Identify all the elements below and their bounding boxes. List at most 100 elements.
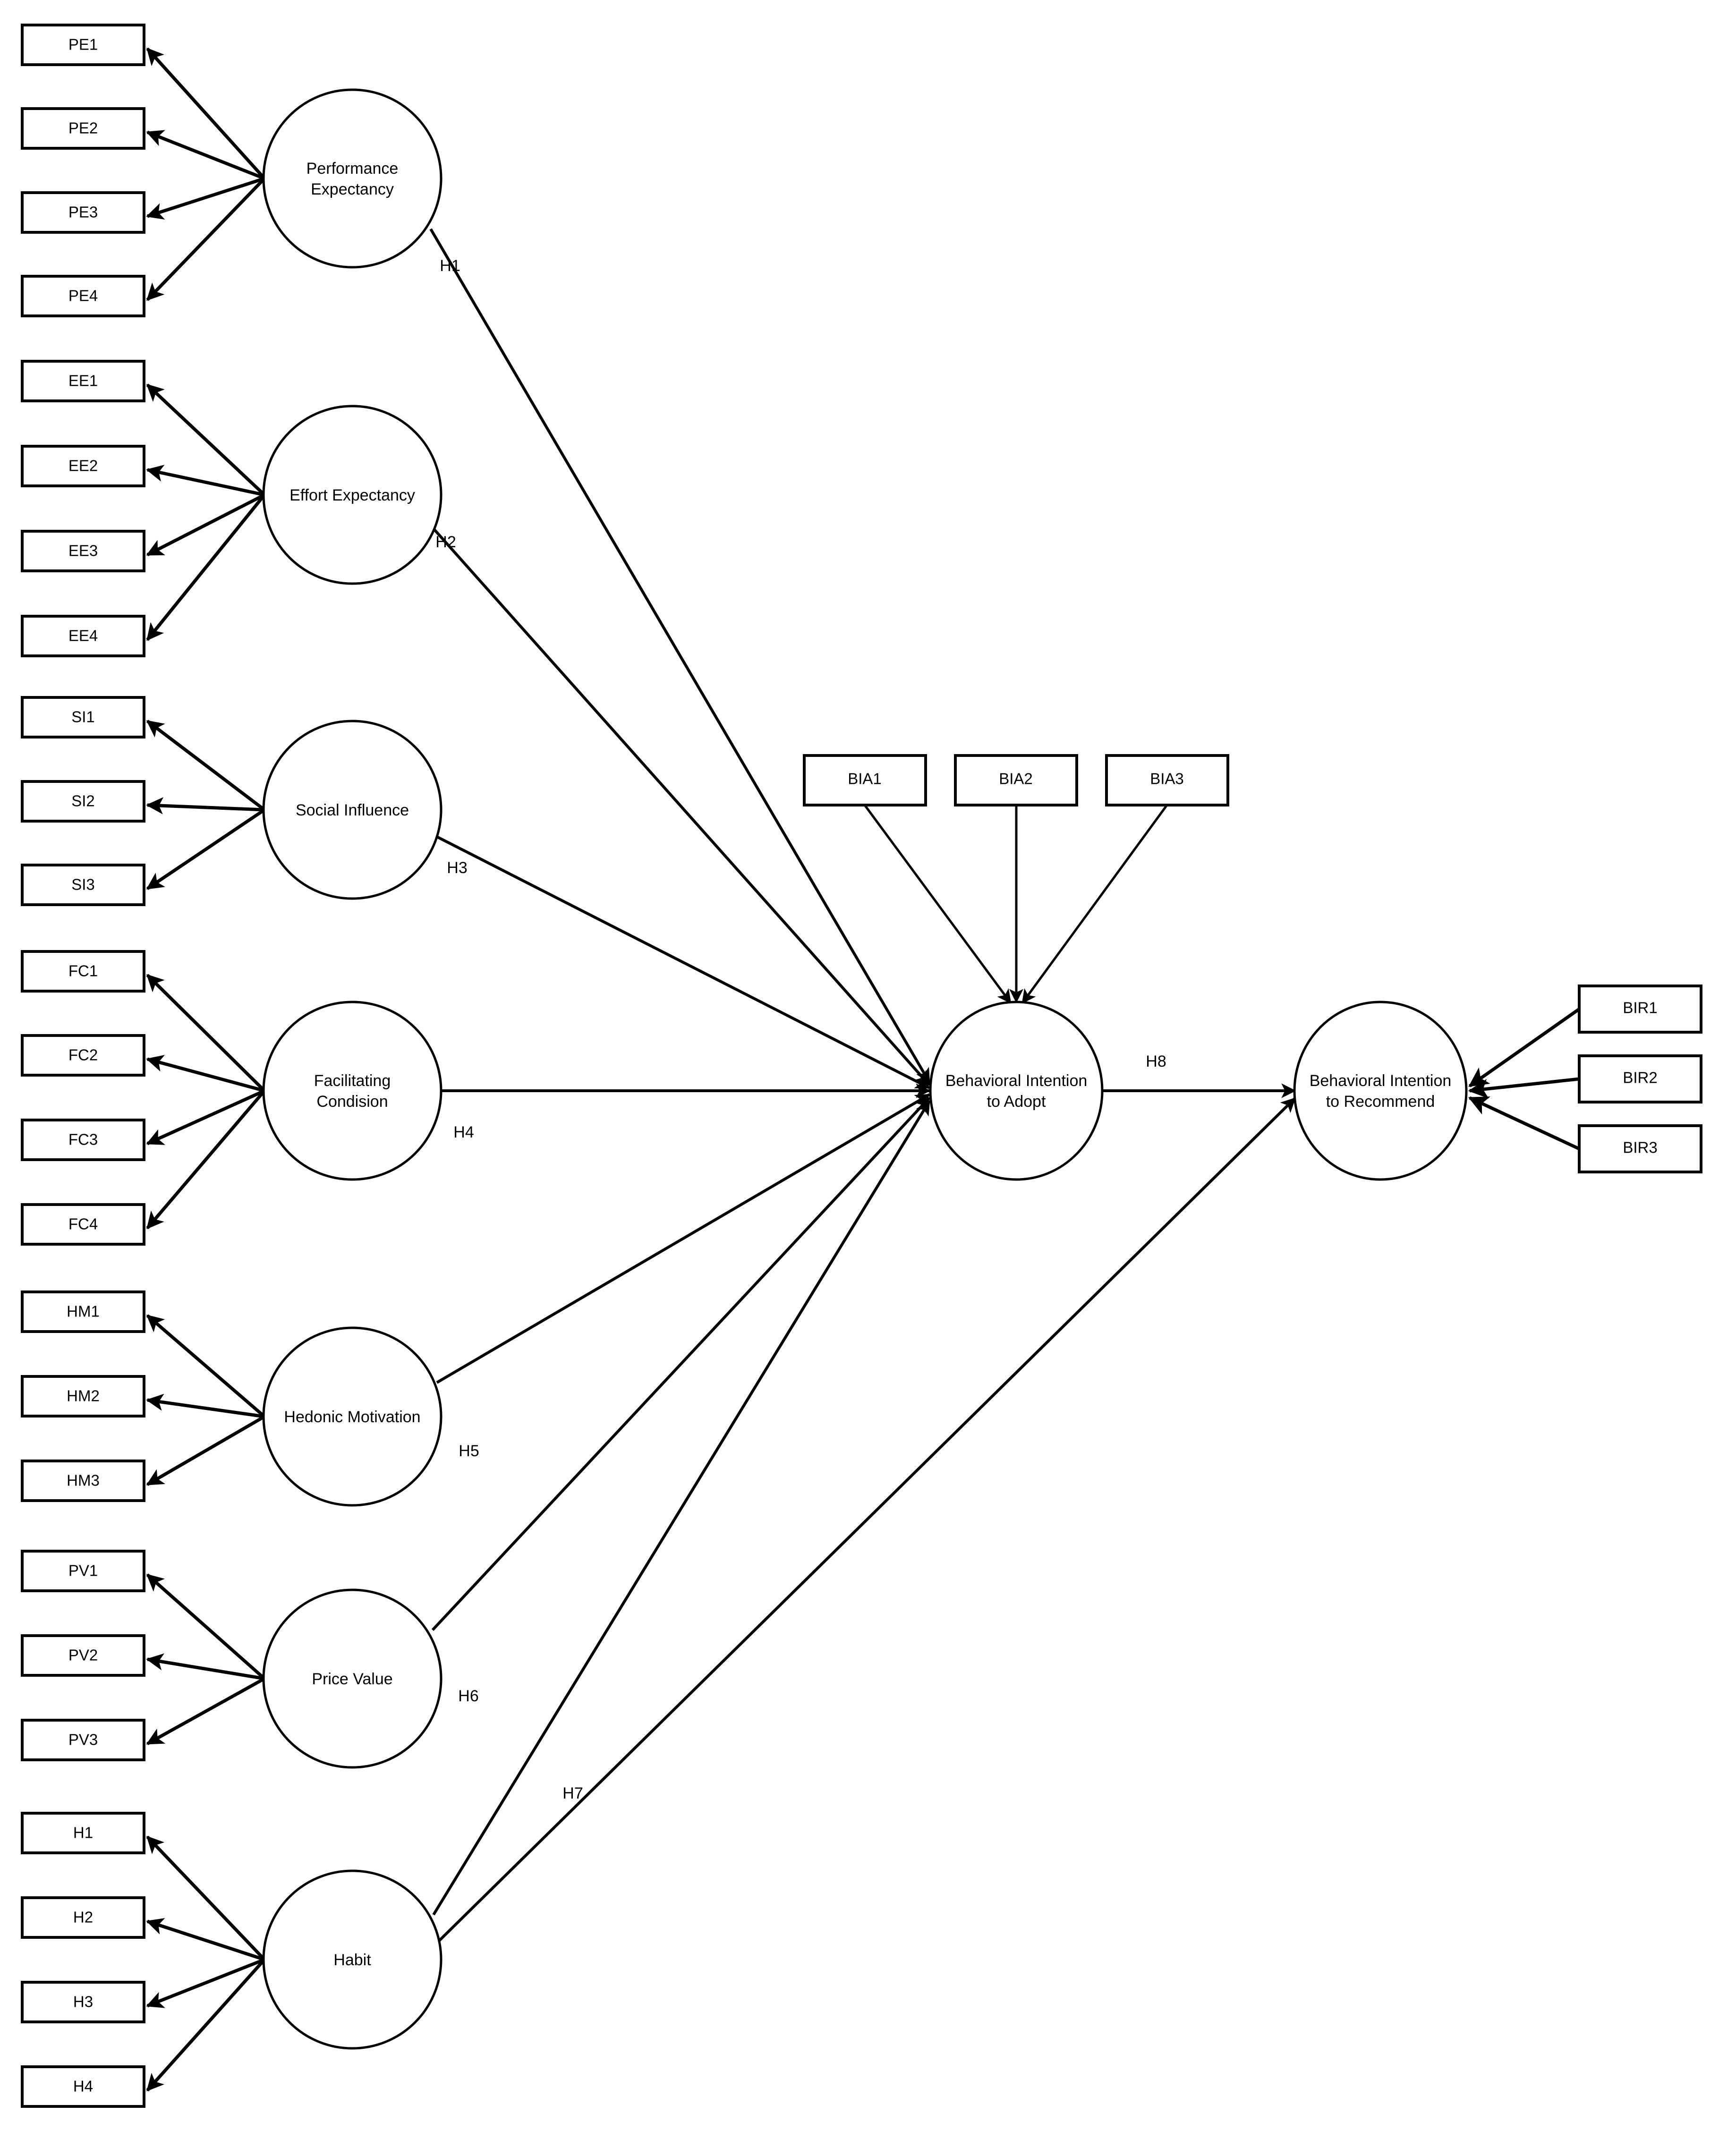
indicator-fc2[interactable]: FC2 [21,1034,145,1077]
indicator-hm1[interactable]: HM1 [21,1290,145,1333]
construct-ellipses-group: Performance Expectancy Effort Expectancy… [262,88,1468,2050]
measurement-arrow-pe-pe4 [146,177,266,301]
measurement-arrow-bia1-bia [863,804,1012,1004]
indicator-label: SI2 [71,792,95,810]
construct-effort-expectancy[interactable]: Effort Expectancy [262,405,443,585]
structural-path-h5-hm-to-bia [436,1093,931,1384]
construct-behavioral-intention-to-recommend[interactable]: Behavioral Intention to Recommend [1293,1001,1468,1181]
indicator-si3[interactable]: SI3 [21,864,145,906]
construct-label-line2: Expectancy [311,180,394,198]
indicator-bia2[interactable]: BIA2 [954,754,1078,806]
measurement-arrow-fc-fc3 [146,1089,265,1146]
indicator-label: BIR2 [1623,1069,1657,1086]
indicator-pv2[interactable]: PV2 [21,1634,145,1677]
indicator-label: FC4 [68,1215,98,1233]
indicator-hm3[interactable]: HM3 [21,1460,145,1502]
indicator-bir3[interactable]: BIR3 [1578,1124,1702,1173]
indicator-label: H2 [73,1909,93,1926]
construct-behavioral-intention-to-adopt[interactable]: Behavioral Intention to Adopt [929,1001,1104,1181]
indicator-pe2[interactable]: PE2 [21,107,145,150]
measurement-arrow-hm-hm1 [146,1314,266,1418]
hypothesis-label-h5: H5 [459,1442,479,1460]
indicator-label: PV2 [68,1647,98,1664]
indicator-label: FC2 [68,1046,98,1064]
construct-social-influence[interactable]: Social Influence [262,720,443,900]
indicator-bir2[interactable]: BIR2 [1578,1054,1702,1103]
indicator-fc3[interactable]: FC3 [21,1119,145,1161]
structural-path-h7-habit-to-bia [432,1100,931,1916]
indicator-ee1[interactable]: EE1 [21,360,145,402]
structural-path-h3-si-to-bia [436,835,931,1089]
indicator-fc4[interactable]: FC4 [21,1203,145,1246]
indicator-bir1[interactable]: BIR1 [1578,985,1702,1034]
indicator-label: H4 [73,2078,93,2095]
indicator-ee4[interactable]: EE4 [21,615,145,657]
measurement-arrow-bir1-bir [1468,1008,1581,1087]
construct-label-line1: Behavioral Intention [945,1072,1088,1090]
indicator-label: PV3 [68,1731,98,1749]
measurement-arrow-ee-ee2 [146,465,265,497]
indicator-boxes-group: PE1 PE2 PE3 PE4 EE1 EE2 [21,24,1702,2108]
construct-habit[interactable]: Habit [262,1869,443,2050]
construct-label-line1: Price Value [312,1670,392,1688]
indicator-fc1[interactable]: FC1 [21,950,145,993]
measurement-arrow-habit-h4 [146,1958,266,2092]
indicator-label: EE4 [68,627,98,645]
indicator-ee2[interactable]: EE2 [21,445,145,487]
measurement-arrow-si-si2 [146,797,265,815]
indicator-bia3[interactable]: BIA3 [1105,754,1229,806]
indicator-label: H1 [73,1824,93,1842]
indicator-pv3[interactable]: PV3 [21,1719,145,1761]
hypothesis-label-h4: H4 [453,1123,474,1141]
indicator-habit-h1[interactable]: H1 [21,1812,145,1854]
construct-label-line1: Social Influence [296,801,409,819]
indicator-label: EE1 [68,372,98,390]
measurement-arrow-si-si3 [146,808,265,890]
construct-label-line1: Habit [333,1951,371,1969]
indicator-label: PV1 [68,1562,98,1579]
indicator-pe4[interactable]: PE4 [21,275,145,317]
indicator-hm2[interactable]: HM2 [21,1375,145,1418]
measurement-arrow-pe-pe1 [146,47,266,180]
indicator-habit-h4[interactable]: H4 [21,2065,145,2108]
construct-label-line2: to Adopt [987,1093,1046,1111]
construct-label-line1: Performance [306,160,399,178]
indicator-habit-h3[interactable]: H3 [21,1981,145,2023]
structural-path-h6-pv-to-bia [431,1096,931,1631]
construct-label-line1: Effort Expectancy [289,486,415,504]
construct-price-value[interactable]: Price Value [262,1588,443,1769]
measurement-arrow-fc-fc4 [146,1089,266,1230]
indicator-label: FC1 [68,962,98,980]
construct-label-line1: Behavioral Intention [1310,1072,1452,1090]
hypothesis-label-h3: H3 [447,859,467,877]
indicator-pe1[interactable]: PE1 [21,24,145,66]
measurement-arrow-fc-fc1 [146,974,266,1092]
construct-facilitating-condition[interactable]: Facilitating Condision [262,1001,443,1181]
indicator-si1[interactable]: SI1 [21,696,145,738]
measurement-arrow-bia3-bia [1021,804,1168,1004]
indicator-ee3[interactable]: EE3 [21,530,145,572]
indicator-label: EE2 [68,457,98,475]
measurement-arrow-pe-pe2 [146,130,265,180]
measurement-arrow-pv-pv2 [146,1653,265,1681]
indicator-label: SI3 [71,876,95,893]
measurement-arrow-bir2-bir [1468,1077,1580,1099]
indicator-bia1[interactable]: BIA1 [803,754,927,806]
indicator-si2[interactable]: SI2 [21,780,145,823]
indicator-label: BIA3 [1150,770,1184,788]
construct-performance-expectancy[interactable]: Performance Expectancy [262,88,443,269]
hypothesis-label-h2: H2 [435,533,456,551]
measurement-arrow-si-si1 [146,720,266,811]
hypothesis-labels-group: H1 H2 H3 H4 H5 H6 H7 H8 [435,257,1166,1802]
indicator-label: PE3 [68,204,98,221]
construct-hedonic-motivation[interactable]: Hedonic Motivation [262,1326,443,1507]
indicator-label: EE3 [68,542,98,560]
indicator-pe3[interactable]: PE3 [21,191,145,234]
indicator-pv1[interactable]: PV1 [21,1550,145,1592]
structural-path-habit-to-bir [438,1097,1296,1942]
indicator-habit-h2[interactable]: H2 [21,1896,145,1939]
indicator-label: BIR1 [1623,999,1657,1017]
hypothesis-label-h8: H8 [1146,1053,1166,1070]
indicator-label: PE1 [68,36,98,53]
